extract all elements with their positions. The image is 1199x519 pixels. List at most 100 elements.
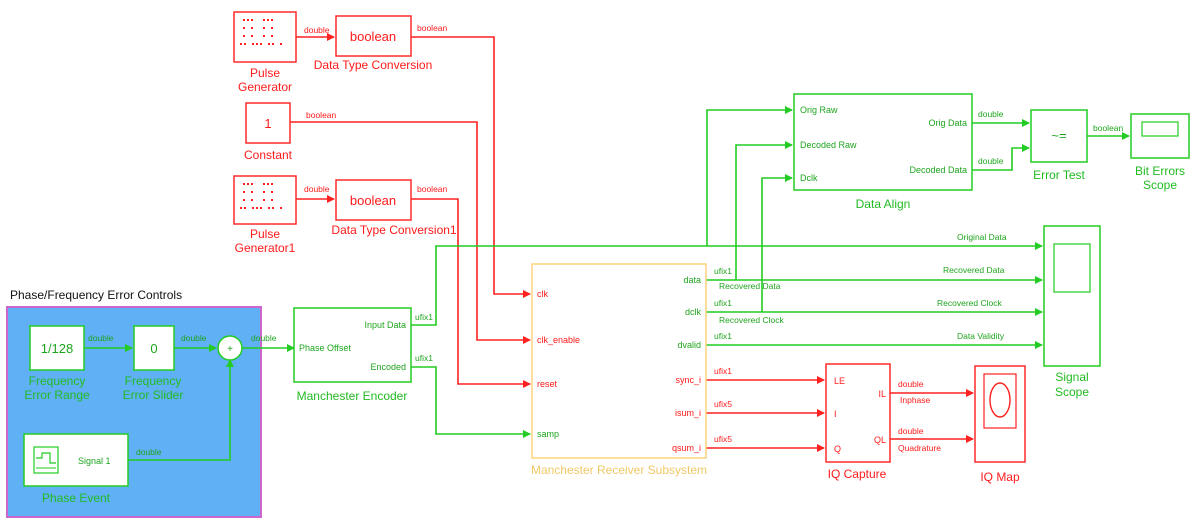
freq-slider-label: Frequency [125, 374, 182, 388]
scope-screen-icon [1053, 243, 1091, 293]
receiver-in-port: clk_enable [537, 335, 580, 345]
data-align-out-port: Orig Data [928, 118, 967, 128]
wire-constant-to-clk-enable[interactable] [290, 121, 531, 344]
receiver-out-port: qsum_i [672, 443, 701, 453]
dtc1-label: Data Type Conversion1 [331, 223, 457, 237]
signal-label-recovered-data: Recovered Data [719, 281, 781, 291]
data-align-in-port: Dclk [800, 173, 818, 183]
bit-errors-scope-block[interactable] [1130, 113, 1190, 159]
signal-label-double: double [978, 156, 1004, 166]
manchester-encoder-block[interactable]: Phase Offset Input Data Encoded [293, 307, 412, 383]
encoder-out-port: Input Data [364, 320, 406, 330]
phase-event-block[interactable]: Signal 1 [23, 433, 129, 487]
iq-capture-in-port: Q [834, 444, 841, 454]
signal-label-inphase: Inphase [900, 395, 931, 405]
error-test-block[interactable]: ~= [1030, 109, 1088, 163]
freq-slider-label: Error Slider [123, 388, 184, 402]
signal-label-double: double [136, 447, 162, 457]
iq-capture-label: IQ Capture [828, 467, 887, 481]
signal-label-data-validity: Data Validity [957, 331, 1005, 341]
receiver-out-port: data [683, 275, 701, 285]
signal-scope-block[interactable] [1043, 225, 1101, 367]
pulse-icon [240, 19, 282, 45]
data-align-in-port: Orig Raw [800, 105, 838, 115]
signal-label-recovered-data: Recovered Data [943, 265, 1005, 275]
signal-label-recovered-clock: Recovered Clock [719, 315, 784, 325]
iq-capture-in-port: I [834, 409, 837, 419]
dtc1-text: boolean [350, 193, 396, 208]
error-test-operator: ~= [1051, 128, 1066, 143]
iq-capture-out-port: QL [874, 435, 886, 445]
iq-map-block[interactable] [974, 365, 1026, 463]
signal-label-ufix1: ufix1 [415, 312, 433, 322]
wire-original-to-orig-raw[interactable] [706, 106, 793, 246]
wire-dtc1-to-reset[interactable] [411, 198, 531, 388]
wire-input-data-to-scope[interactable] [411, 242, 1043, 326]
signal-label-double: double [88, 333, 114, 343]
dtc-label: Data Type Conversion [314, 58, 433, 72]
data-align-label: Data Align [856, 197, 911, 211]
scope-screen-icon [1141, 121, 1179, 137]
signal-label-ufix1: ufix1 [714, 298, 732, 308]
signal-scope-label: Scope [1055, 385, 1089, 399]
signal-label-double: double [978, 109, 1004, 119]
iq-capture-block[interactable]: LE I Q IL QL [825, 363, 891, 463]
wire-phase-event-to-sum[interactable] [128, 359, 234, 461]
signal-label-double: double [304, 184, 330, 194]
receiver-out-port: sync_i [675, 375, 701, 385]
encoder-out-port: Encoded [370, 362, 406, 372]
iq-capture-out-port: IL [878, 389, 886, 399]
constant-block[interactable]: 1 [245, 102, 291, 144]
pulse-generator-block[interactable] [233, 11, 297, 63]
wire-dclk-to-dclk[interactable] [761, 174, 793, 312]
receiver-out-port: dvalid [677, 340, 701, 350]
freq-range-label: Frequency [29, 374, 86, 388]
receiver-out-port: dclk [685, 307, 702, 317]
signal-label-boolean: boolean [417, 23, 448, 33]
signal-label-boolean: boolean [1093, 123, 1124, 133]
signal-label-recovered-clock: Recovered Clock [937, 298, 1002, 308]
signal-label-original-data: Original Data [957, 232, 1007, 242]
signal-label-ufix1: ufix1 [714, 331, 732, 341]
wire-decoded-data-to-error-test[interactable] [972, 144, 1030, 171]
signal-label-ufix5: ufix5 [714, 399, 732, 409]
frequency-error-range-block[interactable]: 1/128 [29, 325, 85, 371]
data-align-block[interactable]: Orig Raw Decoded Raw Dclk Orig Data Deco… [793, 93, 973, 191]
signal-label-boolean: boolean [306, 110, 337, 120]
signal-label-ufix5: ufix5 [714, 434, 732, 444]
signal-label-ufix1: ufix1 [415, 353, 433, 363]
manchester-receiver-subsystem-block[interactable]: clk clk_enable reset samp data dclk dval… [531, 263, 707, 459]
pulse-generator1-block[interactable] [233, 175, 297, 225]
pulse-generator-label: Pulse [250, 66, 280, 80]
bit-errors-label: Scope [1143, 178, 1177, 192]
phase-event-port: Signal 1 [78, 456, 111, 466]
freq-range-label: Error Range [24, 388, 90, 402]
signal-label-ufix1: ufix1 [714, 366, 732, 376]
freq-slider-value: 0 [150, 341, 157, 356]
xy-graph-screen-icon [983, 373, 1017, 429]
error-test-label: Error Test [1033, 168, 1085, 182]
subsystem-title: Phase/Frequency Error Controls [10, 288, 182, 302]
receiver-in-port: reset [537, 379, 558, 389]
data-align-out-port: Decoded Data [909, 165, 967, 175]
data-type-conversion1-block[interactable]: boolean [335, 179, 412, 221]
constant-value: 1 [264, 116, 271, 131]
encoder-in-port: Phase Offset [299, 343, 351, 353]
data-type-conversion-block[interactable]: boolean [335, 15, 412, 57]
pulse-generator1-label: Pulse [250, 227, 280, 241]
wire-data-to-decoded-raw[interactable] [735, 141, 793, 280]
signal-label-double: double [898, 426, 924, 436]
xy-graph-ellipse-icon [989, 382, 1011, 418]
sum-block[interactable]: + [217, 335, 243, 361]
plus-icon: + [227, 344, 233, 355]
receiver-in-port: clk [537, 289, 548, 299]
wire-encoded-to-samp[interactable] [411, 366, 531, 438]
signal-label-double: double [898, 379, 924, 389]
frequency-error-slider-block[interactable]: 0 [133, 325, 175, 371]
iq-map-label: IQ Map [980, 470, 1020, 484]
data-align-in-port: Decoded Raw [800, 140, 857, 150]
manchester-encoder-label: Manchester Encoder [297, 389, 408, 403]
wire-dtc-to-clk[interactable] [411, 36, 531, 298]
receiver-in-port: samp [537, 429, 559, 439]
